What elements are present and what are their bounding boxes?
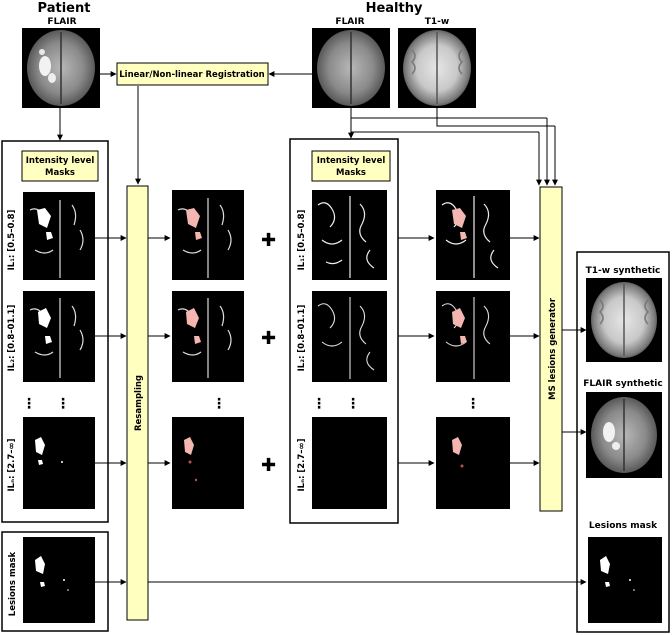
left-row-label-2: IL₂: [0.8–01.1] bbox=[7, 305, 17, 372]
healthy-mask-n bbox=[312, 417, 387, 509]
right-dots-b: ⋮ bbox=[346, 396, 360, 412]
left-row-label-n: ILₙ: [2.7–∞] bbox=[7, 438, 17, 491]
patient-intensity-label-1: Intensity level bbox=[26, 156, 95, 166]
resampling-label: Resampling bbox=[134, 375, 144, 431]
right-dots-a: ⋮ bbox=[312, 396, 326, 412]
right-row-label-n: ILₙ: [2.7–∞] bbox=[297, 438, 307, 491]
flair-synthetic-label: FLAIR synthetic bbox=[583, 379, 662, 389]
left-dots-b: ⋮ bbox=[56, 396, 70, 412]
patient-intensity-label-2: Masks bbox=[45, 168, 75, 178]
combined-mask-2 bbox=[436, 291, 510, 382]
resampled-mask-n bbox=[172, 417, 244, 509]
resampled-mask-2 bbox=[172, 291, 244, 382]
lesions-mask-input-image bbox=[23, 537, 95, 623]
healthy-mask-1 bbox=[312, 190, 387, 280]
ms-lesions-generator-label: MS lesions generator bbox=[548, 297, 558, 400]
healthy-t1-label: T1-w bbox=[425, 17, 449, 27]
healthy-flair-label: FLAIR bbox=[335, 17, 364, 27]
patient-intensity-box bbox=[21, 150, 99, 182]
resampled-mask-1 bbox=[172, 190, 244, 280]
healthy-flair-image bbox=[312, 28, 390, 108]
plus-n: ✚ bbox=[261, 455, 276, 476]
combined-mask-n bbox=[436, 417, 510, 509]
output-panel bbox=[576, 251, 670, 633]
lesions-mask-output-image bbox=[588, 537, 662, 623]
combined-dots: ⋮ bbox=[466, 396, 480, 412]
healthy-masks-panel bbox=[289, 138, 399, 524]
left-row-label-1: IL₁: [0.5–0.8] bbox=[7, 209, 17, 270]
healthy-intensity-label-2: Masks bbox=[336, 168, 366, 178]
healthy-intensity-box bbox=[311, 150, 391, 182]
lesions-mask-output-label: Lesions mask bbox=[589, 521, 658, 531]
t1-synthetic-label: T1-w synthetic bbox=[586, 266, 661, 276]
healthy-mask-2 bbox=[312, 291, 387, 382]
registration-box bbox=[116, 62, 269, 86]
patient-flair-label: FLAIR bbox=[47, 17, 76, 27]
middle-dots: ⋮ bbox=[212, 396, 226, 412]
flair-synthetic-image bbox=[586, 392, 662, 478]
healthy-intensity-label-1: Intensity level bbox=[317, 156, 386, 166]
right-row-label-1: IL₁: [0.5–0.8] bbox=[297, 209, 307, 270]
registration-label: Linear/Non-linear Registration bbox=[119, 70, 264, 80]
right-row-label-2: IL₂: [0.8–01.1] bbox=[297, 305, 307, 372]
patient-mask-1 bbox=[23, 192, 95, 280]
ms-lesions-generator-box bbox=[539, 186, 563, 512]
patient-mask-n bbox=[23, 417, 95, 509]
t1-synthetic-image bbox=[586, 278, 662, 362]
healthy-t1-image bbox=[398, 28, 476, 108]
combined-mask-1 bbox=[436, 190, 510, 280]
resampling-box bbox=[126, 185, 149, 621]
left-dots-a: ⋮ bbox=[22, 396, 36, 412]
healthy-title: Healthy bbox=[366, 1, 423, 16]
patient-masks-panel bbox=[1, 140, 109, 523]
lesions-mask-input-label: Lesions mask bbox=[8, 551, 18, 616]
patient-flair-image bbox=[22, 28, 100, 108]
plus-2: ✚ bbox=[261, 328, 276, 349]
patient-title: Patient bbox=[38, 1, 91, 16]
plus-1: ✚ bbox=[261, 230, 276, 251]
patient-mask-2 bbox=[23, 291, 95, 382]
